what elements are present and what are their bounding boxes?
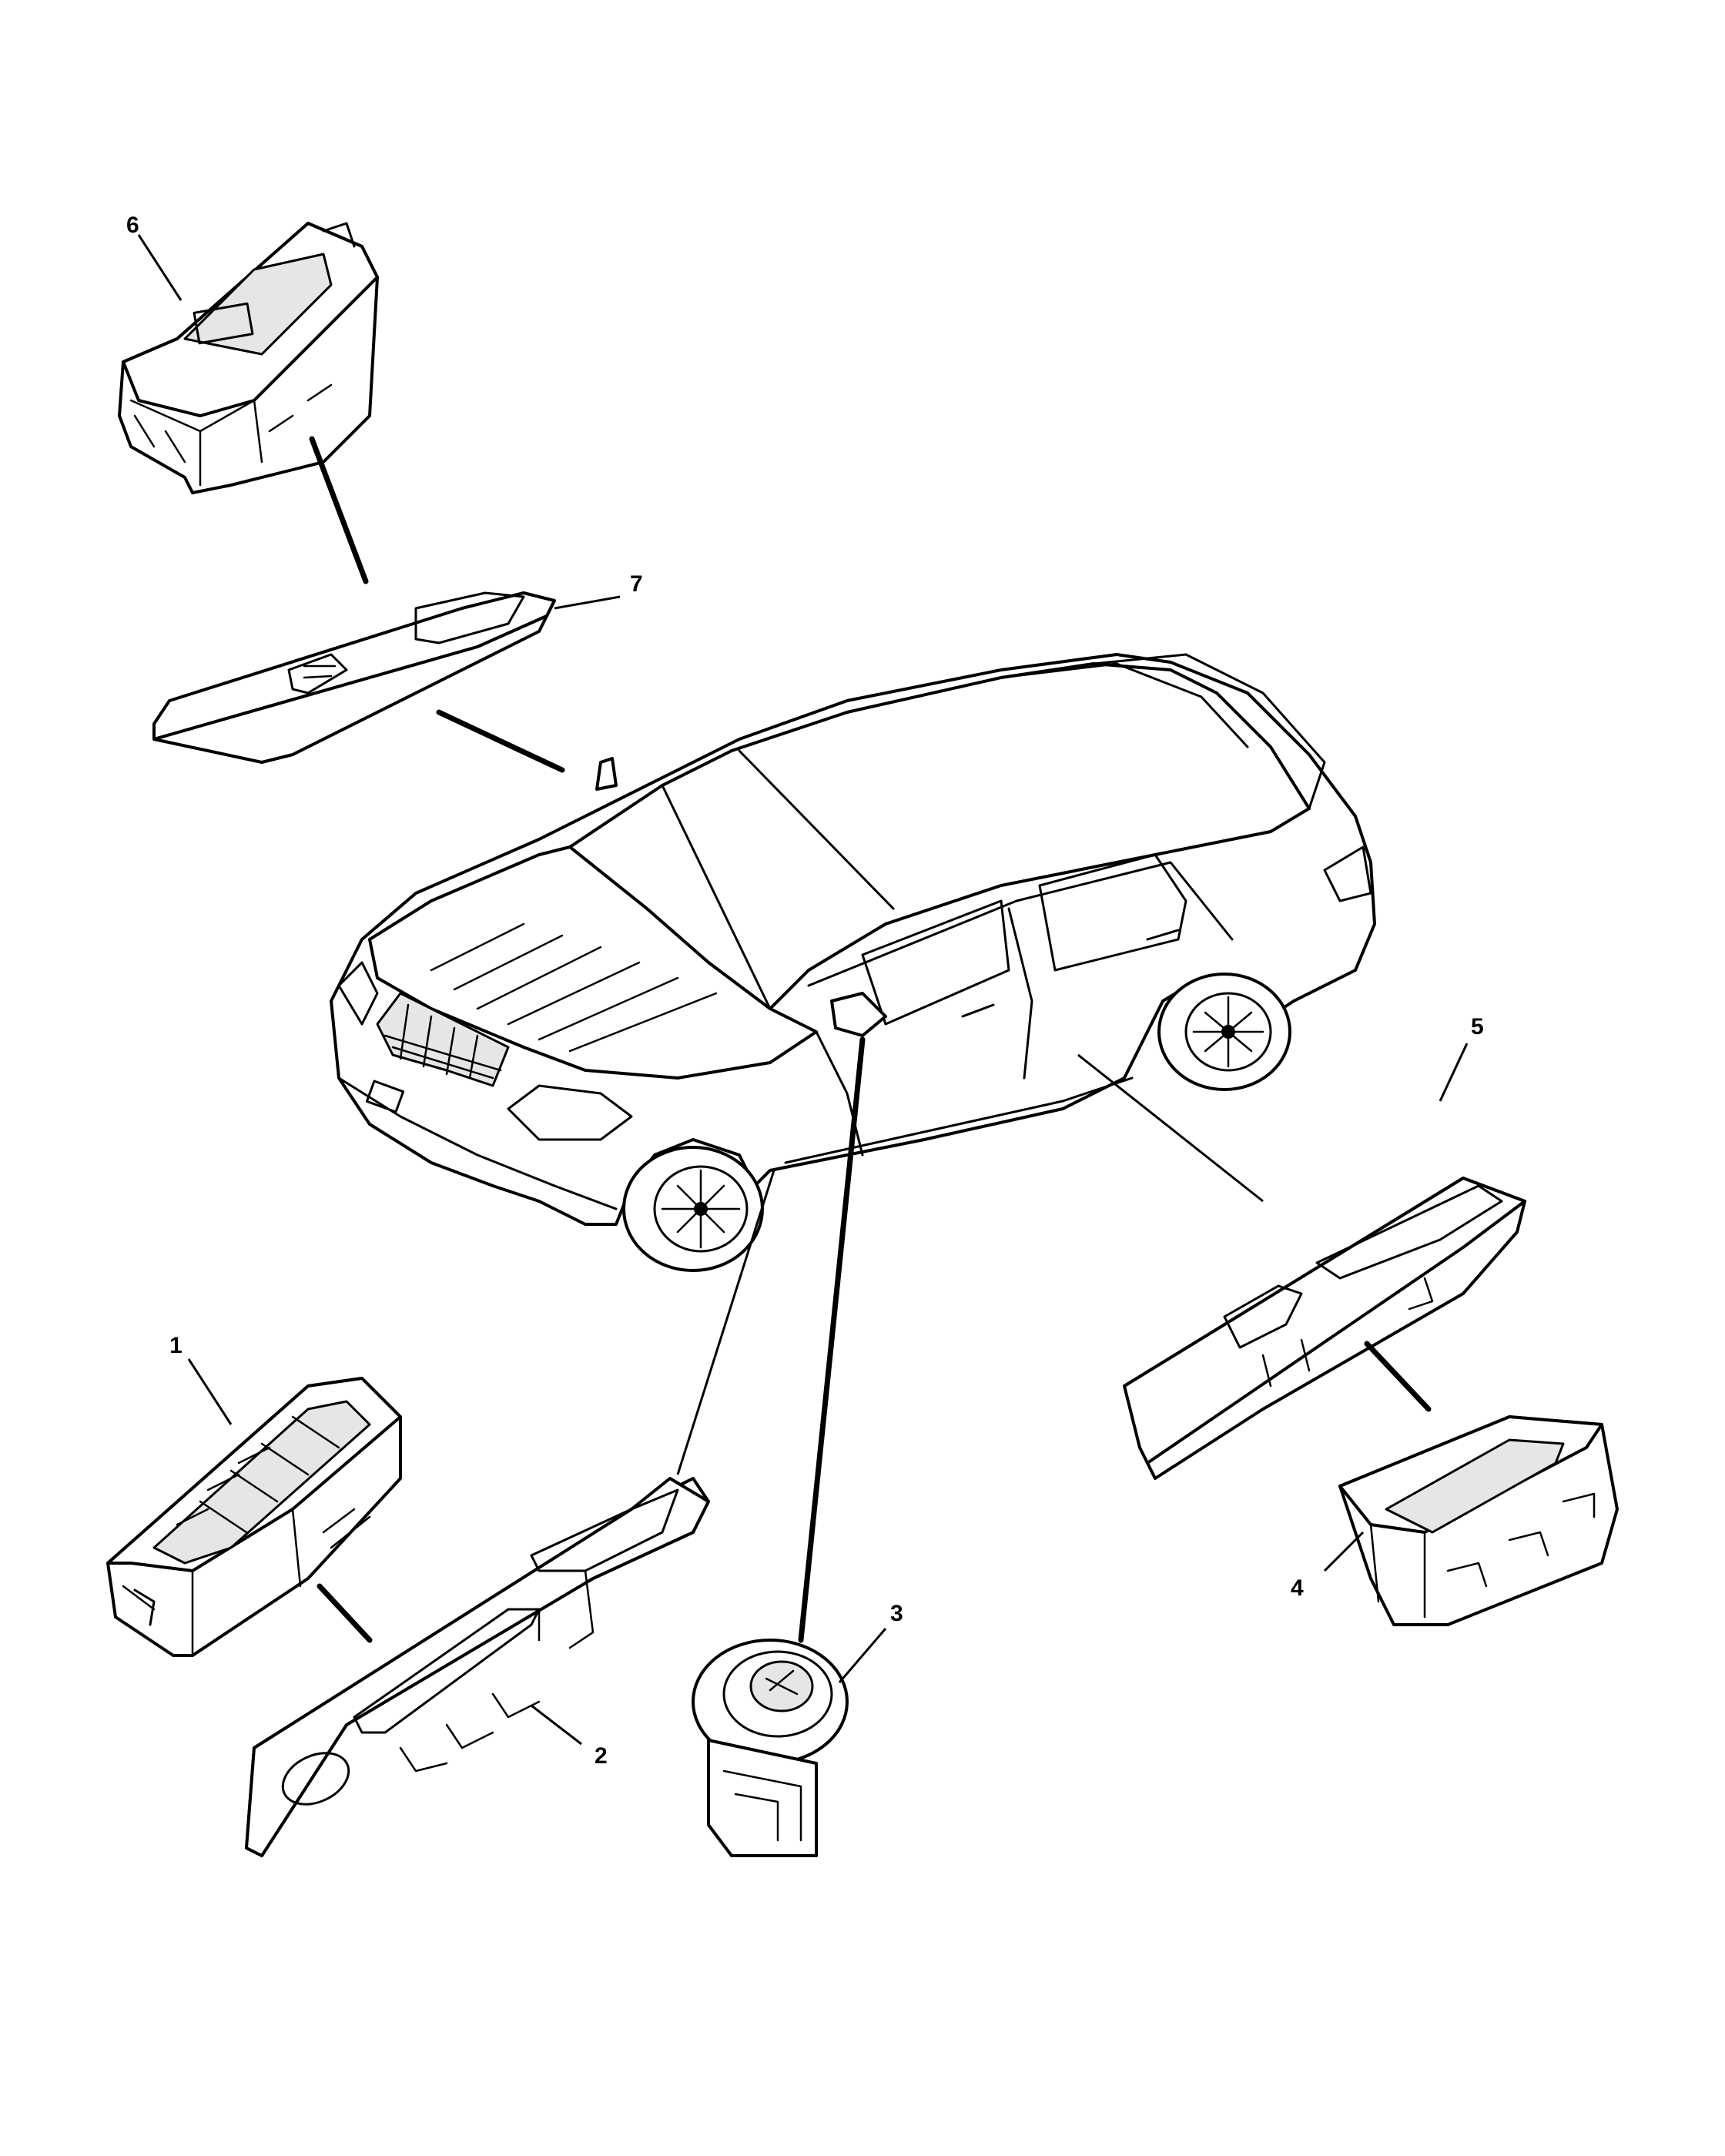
leader-3 (838, 1628, 887, 1683)
callout-3: 3 (890, 1601, 903, 1626)
part-6-window-switch (118, 222, 379, 494)
leader-7 (554, 595, 621, 610)
leader-6 (137, 234, 183, 301)
part-5-switch-bezel-rear (1123, 1177, 1526, 1480)
callout-6: 6 (126, 213, 139, 238)
connector-7-to-car (436, 709, 565, 773)
callout-2: 2 (595, 1743, 608, 1769)
part-4-window-switch (1338, 1415, 1619, 1626)
callout-5: 5 (1471, 1014, 1484, 1040)
part-3-mirror-switch (692, 1639, 849, 1857)
connector-1-to-2 (317, 1583, 373, 1643)
part-2-switch-bezel-driver (245, 1477, 710, 1857)
connector-car-to-3 (798, 1036, 866, 1643)
callout-4: 4 (1291, 1575, 1304, 1601)
connector-5-to-4 (1364, 1341, 1432, 1412)
callout-7: 7 (630, 571, 643, 597)
part-7-switch-bezel (152, 591, 556, 764)
leader-1 (187, 1358, 233, 1425)
leader-4 (1323, 1531, 1365, 1572)
leader-car-to-5 (1077, 1053, 1264, 1203)
leader-car-to-2 (676, 1170, 775, 1475)
connector-6-to-7 (309, 436, 369, 584)
leader-2 (531, 1704, 582, 1746)
sedan-car-icon (330, 653, 1376, 1272)
callout-1: 1 (169, 1333, 183, 1358)
leader-5 (1439, 1043, 1469, 1102)
part-1-window-switch-master (106, 1377, 402, 1657)
